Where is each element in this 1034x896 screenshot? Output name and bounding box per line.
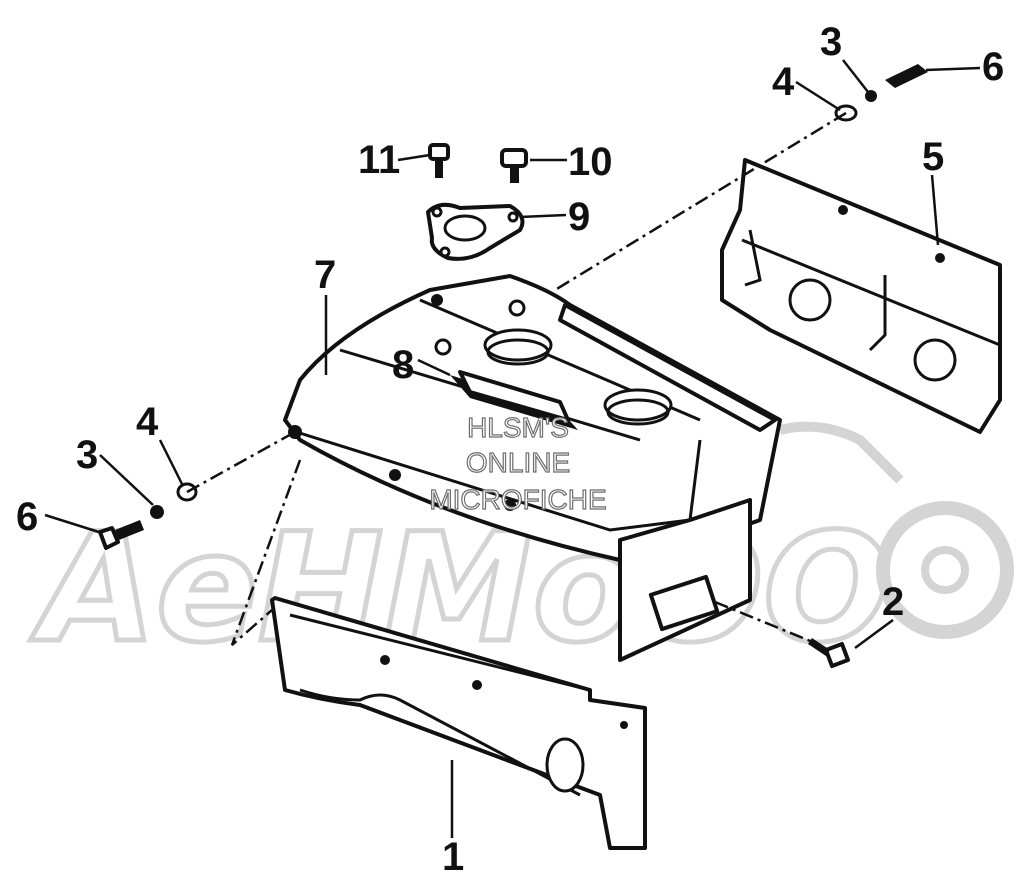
callout-2: 2 <box>882 580 904 624</box>
callout-4-right: 4 <box>772 60 795 104</box>
part-11-screw <box>428 143 450 178</box>
watermark-wheel-icon <box>876 501 1014 639</box>
callout-11: 11 <box>358 138 400 182</box>
callout-10: 10 <box>568 140 613 184</box>
part-10-screw <box>500 148 528 183</box>
part-2-bolt <box>808 638 850 668</box>
callout-3-left: 3 <box>76 433 98 477</box>
part-9-gasket <box>426 202 525 261</box>
callout-8: 8 <box>392 343 414 387</box>
leader-lines <box>44 59 981 838</box>
watermark-logo-text: AeHMoOO <box>30 502 891 676</box>
callout-labels: 1 2 3 3 4 4 5 6 6 7 8 9 10 11 <box>16 20 1004 879</box>
alignment-lines <box>186 111 847 647</box>
watermark-line-3: MICROFICHE <box>429 484 606 515</box>
right-fastener-stack <box>834 64 928 122</box>
watermark-text: HLSM'S ONLINE MICROFICHE <box>429 411 608 515</box>
watermark-hub-icon <box>921 546 969 594</box>
part-7-upper-shroud <box>283 274 782 662</box>
callout-9: 9 <box>568 195 590 239</box>
callout-6-right: 6 <box>982 45 1004 89</box>
part-8-nameplate <box>450 370 578 430</box>
callout-1: 1 <box>442 835 464 879</box>
callout-5: 5 <box>922 135 944 179</box>
watermark-handlebar-icon <box>778 421 904 484</box>
watermark-line-1: HLSM'S <box>467 412 569 443</box>
part-1-lower-shroud <box>270 596 647 850</box>
part-5-heat-shield <box>720 158 1002 434</box>
callout-4-left: 4 <box>136 400 159 444</box>
callout-6-left: 6 <box>16 495 38 539</box>
watermark-line-2: ONLINE <box>466 447 570 478</box>
callout-3-right: 3 <box>820 20 842 64</box>
callout-7: 7 <box>314 253 336 297</box>
